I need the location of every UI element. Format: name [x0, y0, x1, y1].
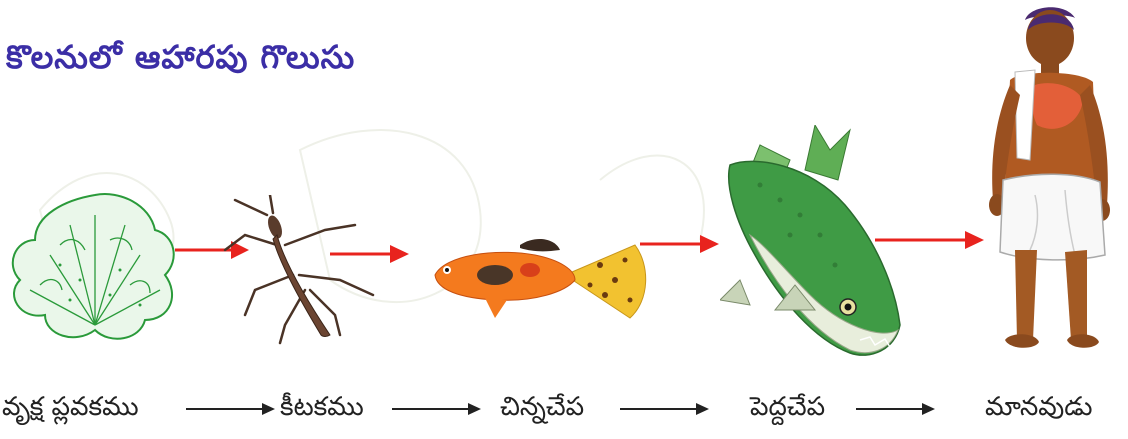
- chain-label-small-fish: చిన్నచేప: [500, 392, 584, 428]
- arrow-icon: [392, 398, 482, 420]
- chain-label-big-fish: పెద్దచేప: [750, 392, 825, 428]
- arrow-icon: [856, 398, 936, 420]
- arrow-icon: [620, 398, 710, 420]
- chain-label-insect: కీటకము: [280, 392, 364, 428]
- arrow-icon: [875, 228, 985, 252]
- small-fish-icon: [425, 230, 650, 325]
- arrow-icon: [330, 242, 410, 266]
- chain-label-phytoplankton: వృక్ష ప్లవకము: [2, 392, 139, 428]
- chain-label-human: మానవుడు: [985, 392, 1092, 428]
- arrow-icon: [186, 398, 276, 420]
- arrow-icon: [640, 232, 720, 256]
- human-icon: [975, 0, 1125, 368]
- insect-icon: [215, 195, 375, 345]
- page-title: కొలనులో ఆహారపు గొలుసు: [6, 38, 355, 84]
- phytoplankton-icon: [0, 185, 185, 350]
